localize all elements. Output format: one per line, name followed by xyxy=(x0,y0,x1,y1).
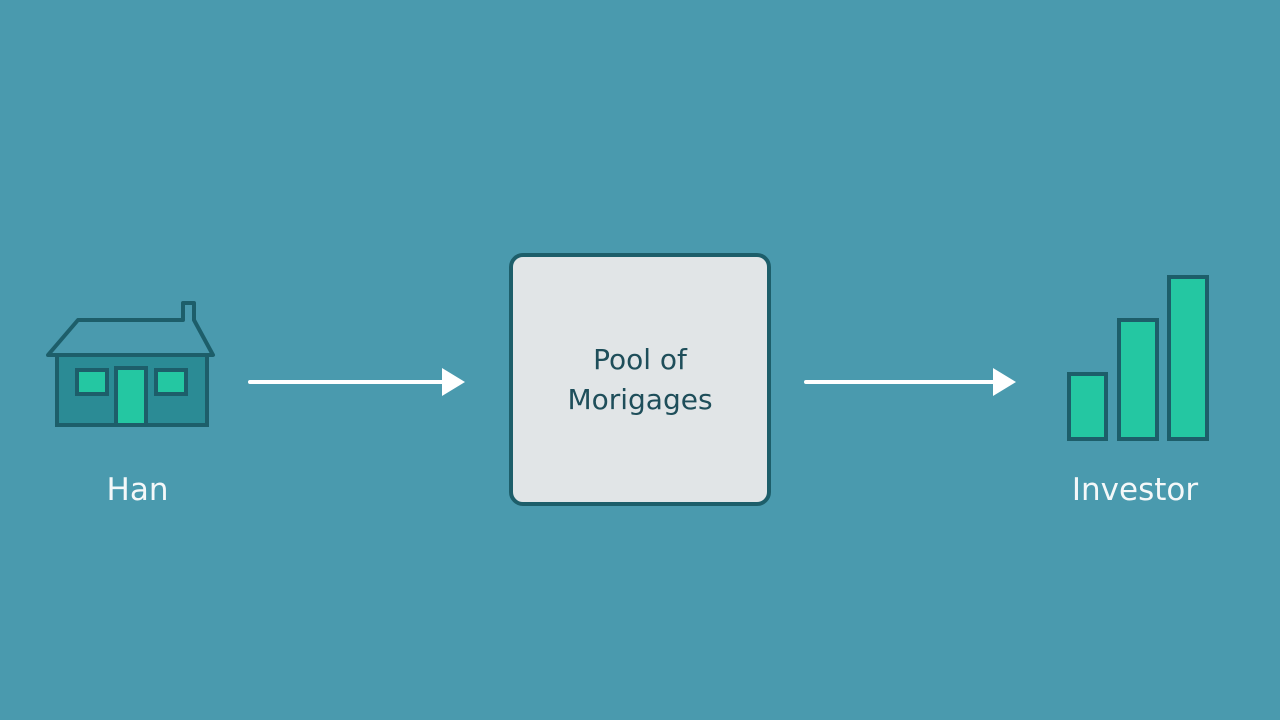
pool-label-line2: Morigages xyxy=(567,382,713,416)
arrow-right-icon xyxy=(804,368,1016,396)
pool-label-line1: Pool of xyxy=(593,342,687,376)
source-label: Han xyxy=(106,472,169,508)
arrow-right-icon xyxy=(248,368,465,396)
bar-chart-icon xyxy=(1067,275,1209,441)
house-icon xyxy=(46,301,215,427)
pool-label: Pool of Morigages xyxy=(530,340,750,420)
target-label: Investor xyxy=(1071,472,1199,508)
pool-of-mortgages-box: Pool of Morigages xyxy=(509,253,771,506)
